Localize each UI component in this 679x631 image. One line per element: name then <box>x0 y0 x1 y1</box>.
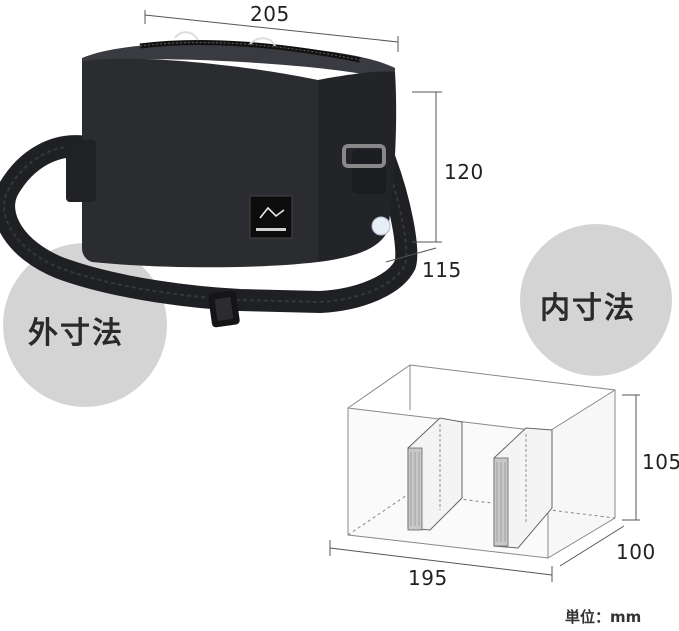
inner-box-wireframe <box>347 364 616 559</box>
outer-height-label: 120 <box>444 160 484 184</box>
outer-dims-title: 外寸法 <box>28 316 124 351</box>
shoulder-strap <box>0 135 418 328</box>
outer-width-label: 205 <box>250 2 290 26</box>
inner-dims-circle <box>520 224 672 376</box>
inner-divider-left <box>407 417 463 531</box>
brand-patch <box>249 195 293 239</box>
inner-dimension-lines <box>329 394 640 582</box>
side-label <box>371 216 391 236</box>
outer-dimension-lines <box>144 10 442 263</box>
strap-ring <box>342 144 386 168</box>
side-tab-left <box>66 140 96 202</box>
inner-divider-right <box>493 427 553 549</box>
inner-height-label: 105 <box>642 450 679 474</box>
inner-width-label: 195 <box>408 566 448 590</box>
unit-label: 単位：mm <box>565 608 642 626</box>
outer-depth-label: 115 <box>422 258 462 282</box>
inner-depth-label: 100 <box>616 540 656 564</box>
side-tab-right <box>352 150 386 194</box>
bag-body <box>66 31 397 268</box>
inner-dims-title: 内寸法 <box>540 291 636 326</box>
